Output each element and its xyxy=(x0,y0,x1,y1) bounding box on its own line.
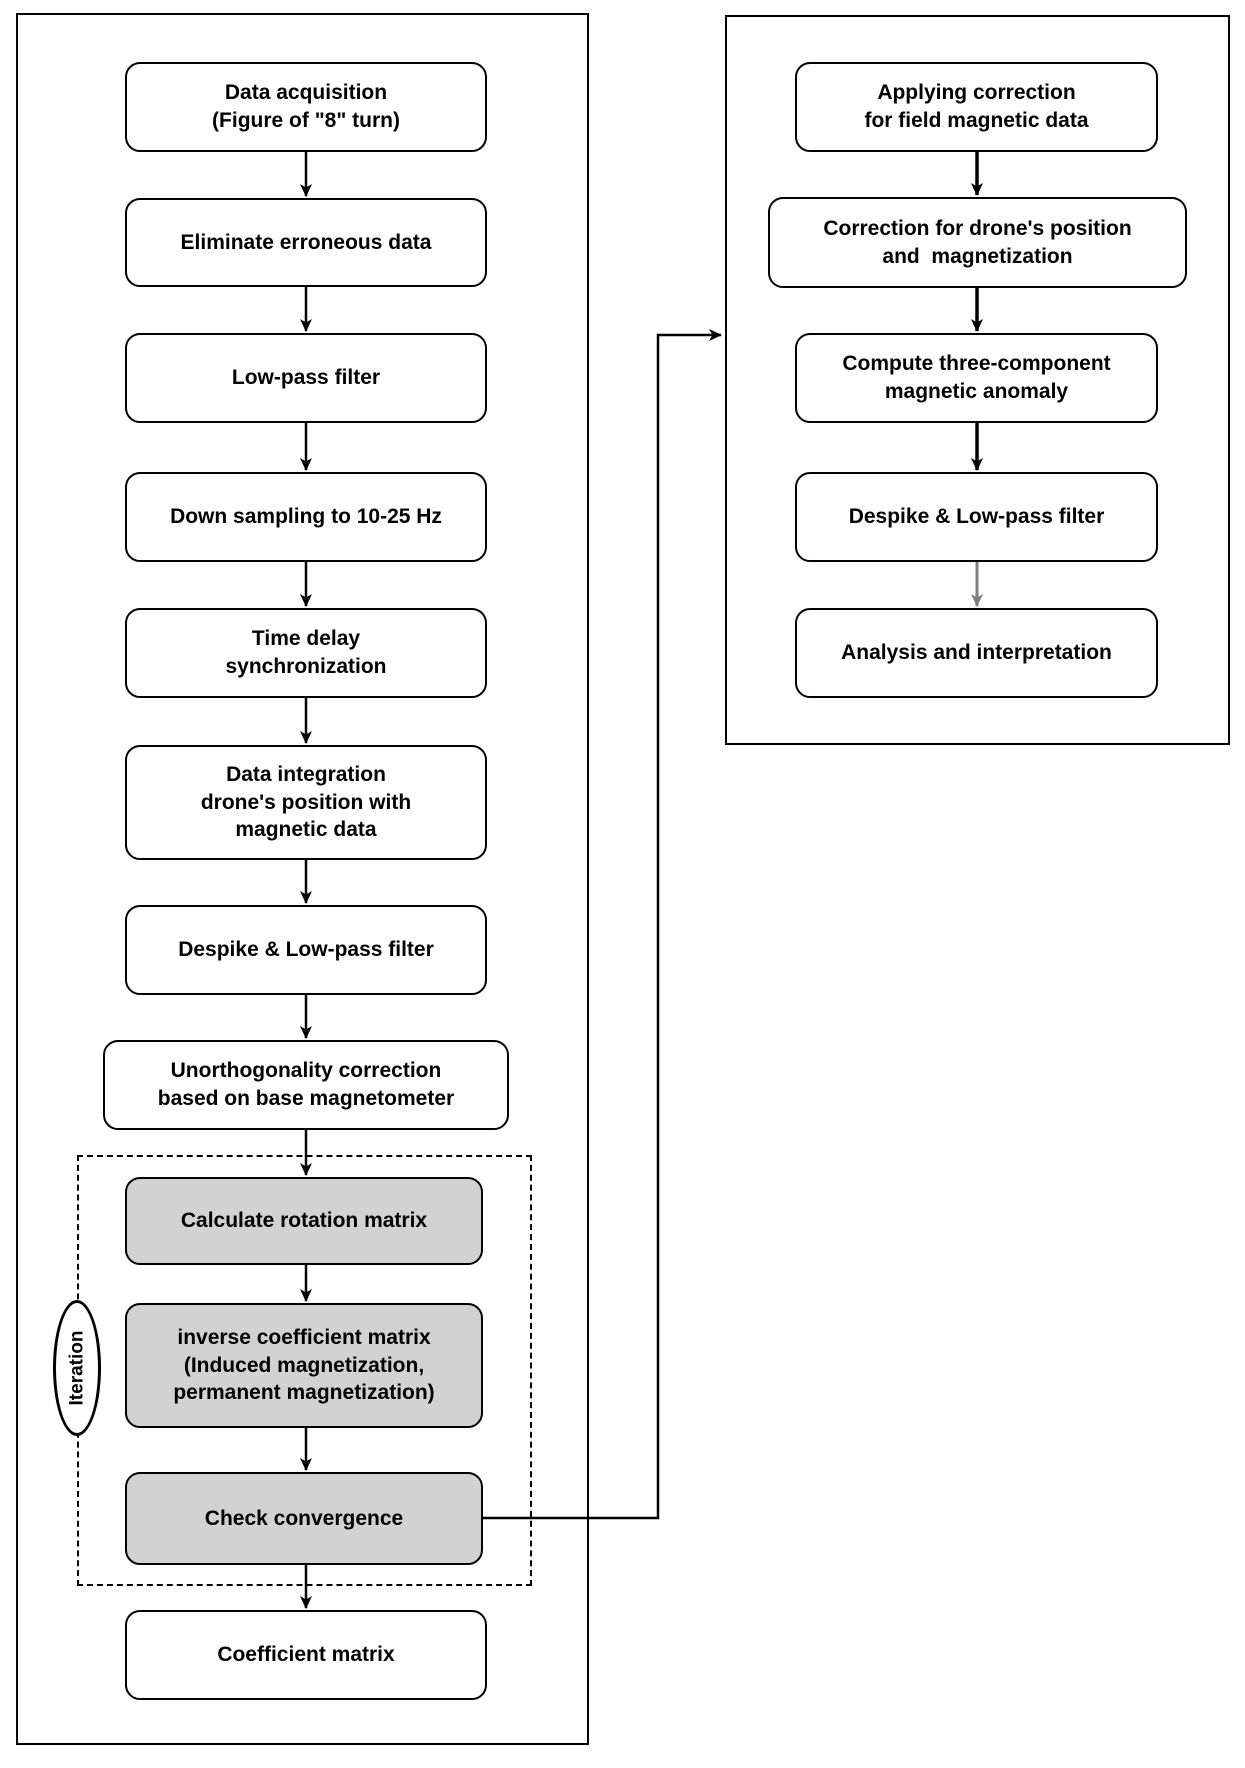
node-unorthogonality-correction: Unorthogonality correction based on base… xyxy=(103,1040,509,1130)
node-eliminate-erroneous-data: Eliminate erroneous data xyxy=(125,198,487,287)
node-data-integration: Data integration drone's position with m… xyxy=(125,745,487,860)
node-correction-drone-position: Correction for drone's position and magn… xyxy=(768,197,1187,288)
node-low-pass-filter: Low-pass filter xyxy=(125,333,487,423)
node-inverse-coefficient-matrix: inverse coefficient matrix (Induced magn… xyxy=(125,1303,483,1428)
right-panel-frame xyxy=(725,15,1230,745)
node-time-delay-sync: Time delay synchronization xyxy=(125,608,487,698)
node-analysis-interpretation: Analysis and interpretation xyxy=(795,608,1158,698)
node-check-convergence: Check convergence xyxy=(125,1472,483,1565)
node-despike-lowpass-left: Despike & Low-pass filter xyxy=(125,905,487,995)
node-despike-lowpass-right: Despike & Low-pass filter xyxy=(795,472,1158,562)
node-coefficient-matrix: Coefficient matrix xyxy=(125,1610,487,1700)
node-compute-three-component: Compute three-component magnetic anomaly xyxy=(795,333,1158,423)
iteration-label: Iteration xyxy=(66,1330,88,1406)
node-down-sampling: Down sampling to 10-25 Hz xyxy=(125,472,487,562)
node-applying-correction: Applying correction for field magnetic d… xyxy=(795,62,1158,152)
node-calculate-rotation-matrix: Calculate rotation matrix xyxy=(125,1177,483,1265)
node-data-acquisition: Data acquisition (Figure of "8" turn) xyxy=(125,62,487,152)
iteration-ellipse: Iteration xyxy=(53,1300,101,1436)
